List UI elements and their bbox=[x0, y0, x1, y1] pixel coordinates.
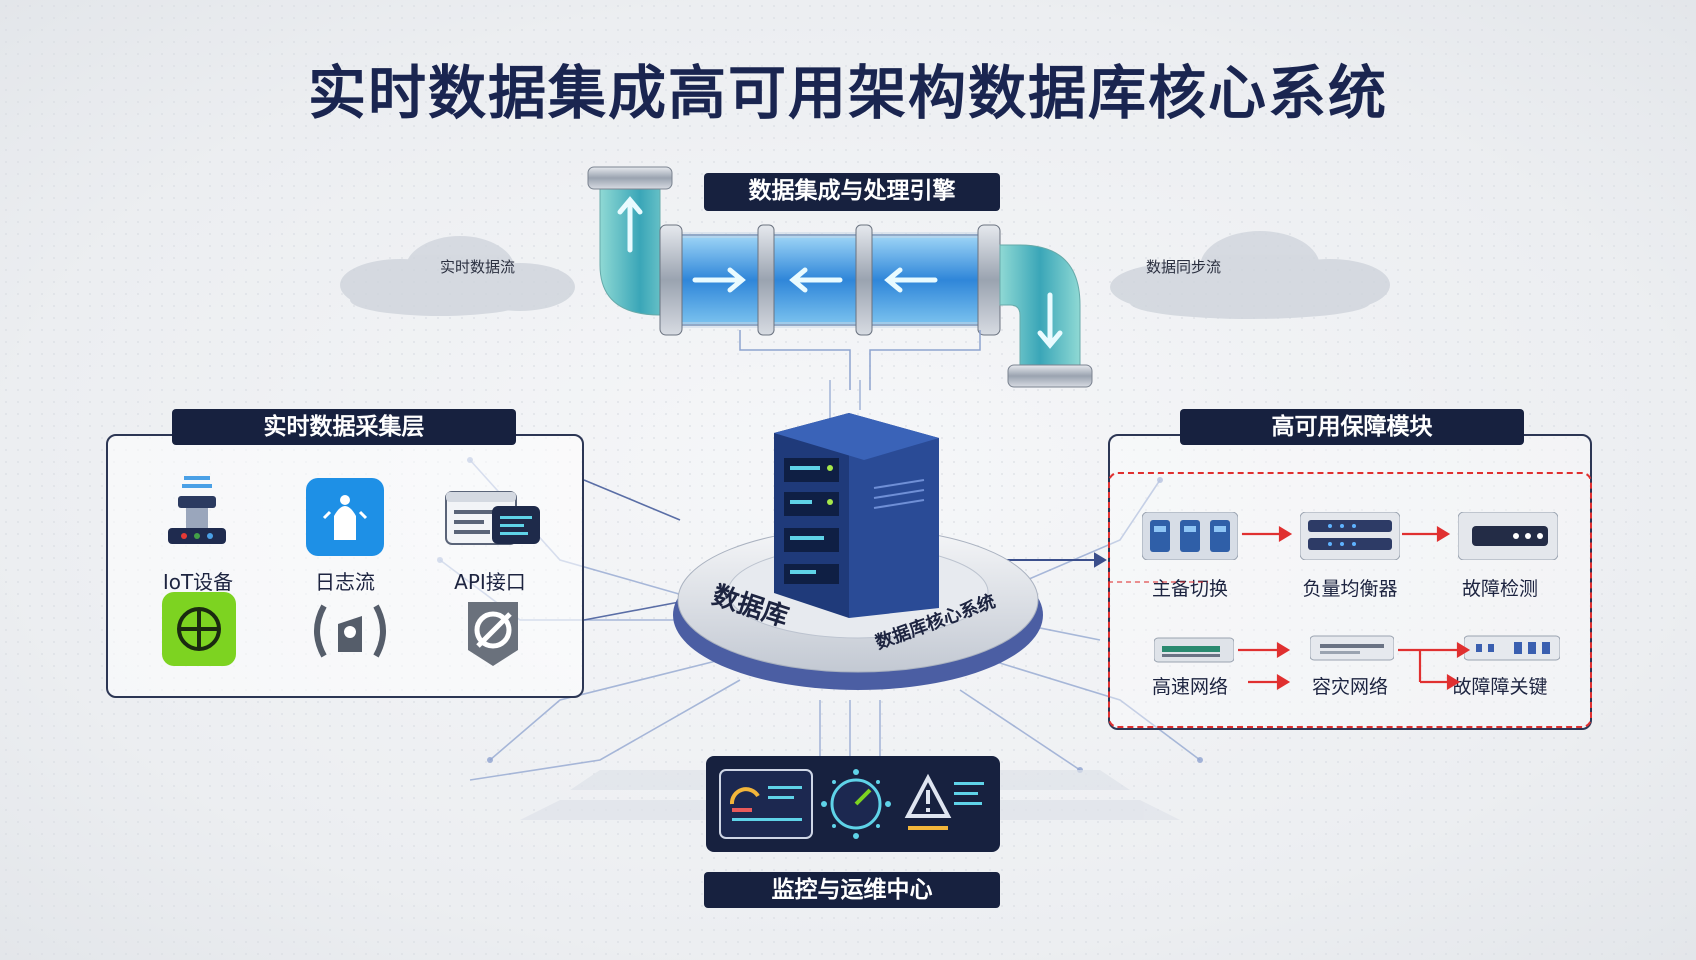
left-cloud-label: 实时数据流 bbox=[440, 258, 516, 276]
left-cloud-icon bbox=[340, 236, 575, 316]
fault-detection-icon bbox=[1458, 512, 1558, 560]
collection-label: 实时数据采集层 bbox=[172, 409, 516, 445]
gauge-icon bbox=[821, 769, 891, 839]
api-interface-icon bbox=[445, 491, 540, 545]
right-cloud-icon bbox=[1110, 231, 1390, 319]
ha-row2-label-1: 高速网络 bbox=[1151, 676, 1228, 698]
dashboard-icon bbox=[719, 769, 813, 839]
critical-fault-icon bbox=[1464, 635, 1560, 661]
ha-row2-label-3: 故障障关键 bbox=[1452, 676, 1548, 698]
database-server-icon bbox=[774, 413, 939, 618]
ha-panel bbox=[1108, 434, 1592, 730]
disaster-recovery-network-icon bbox=[1310, 635, 1394, 661]
failover-switch-icon bbox=[1142, 512, 1238, 560]
data-pipe-icon bbox=[587, 166, 1093, 388]
engine-label: 数据集成与处理引擎 bbox=[704, 173, 1000, 211]
iot-device-icon bbox=[168, 476, 226, 544]
ha-alert-border bbox=[1108, 472, 1592, 728]
api-interface-label: API接口 bbox=[454, 570, 526, 594]
signal-stream-icon bbox=[314, 604, 386, 658]
log-stream-label: 日志流 bbox=[315, 570, 375, 594]
ha-row2-label-2: 容灾网络 bbox=[1311, 676, 1388, 698]
alert-warning-icon bbox=[904, 773, 984, 830]
ha-row1-label-1: 主备切换 bbox=[1151, 578, 1228, 600]
monitor-label: 监控与运维中心 bbox=[704, 872, 1000, 908]
right-cloud-label: 数据同步流 bbox=[1146, 258, 1222, 276]
ha-label: 高可用保障模块 bbox=[1180, 409, 1524, 445]
ha-flow-arrows bbox=[1108, 526, 1471, 690]
log-stream-icon bbox=[306, 478, 384, 556]
load-balancer-icon bbox=[1300, 512, 1400, 560]
iot-device-label: IoT设备 bbox=[162, 570, 234, 594]
pipe-connectors bbox=[739, 330, 981, 390]
globe-network-icon bbox=[162, 592, 236, 666]
api-link-icon bbox=[468, 602, 518, 666]
ha-row1-label-3: 故障检测 bbox=[1461, 578, 1538, 600]
high-speed-network-icon bbox=[1154, 637, 1234, 663]
ha-row1-label-2: 负量均衡器 bbox=[1302, 578, 1398, 600]
page-title: 实时数据集成高可用架构数据库核心系统 bbox=[307, 59, 1388, 127]
